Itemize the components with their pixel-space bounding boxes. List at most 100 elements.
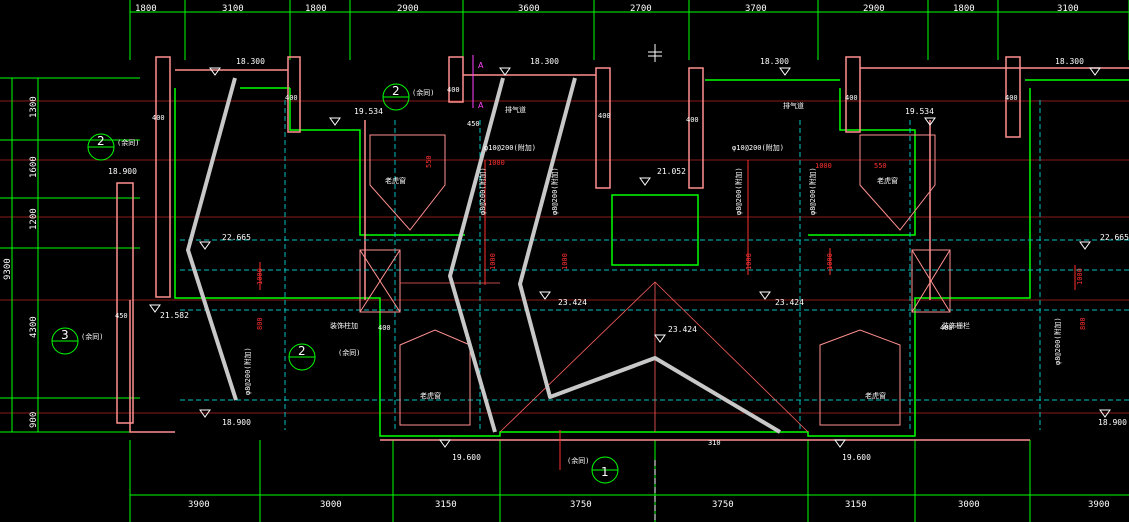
red-dim-1: 1000 [488, 159, 505, 167]
bubble-4-num: 2 [298, 344, 306, 358]
roof-ridges [186, 77, 782, 434]
thick-3: 400 [447, 86, 460, 94]
elev-11: 23.424 [775, 298, 804, 307]
thick-2: 400 [285, 94, 298, 102]
rebar-4: φ8@200(附加) [550, 167, 559, 215]
elevation-labels: 18.300 18.300 18.300 18.300 19.534 19.53… [108, 57, 1129, 462]
section-mark-a-bottom: A [478, 101, 484, 110]
room-dormer-2: 老虎窗 [877, 176, 898, 185]
red-dim-10: 800 [1079, 317, 1087, 330]
thick-6: 400 [845, 94, 858, 102]
bottom-dim-1: 3900 [188, 500, 210, 510]
top-dim-2: 3100 [222, 4, 244, 14]
rebar-5: φ8@200(附加) [734, 167, 743, 215]
walls [116, 56, 1129, 441]
elev-14: 18.900 [222, 418, 251, 427]
bubble-1-num: 2 [97, 134, 105, 148]
elev-10: 23.424 [558, 298, 587, 307]
elev-15: 18.900 [1098, 418, 1127, 427]
elev-17: 19.600 [452, 453, 481, 462]
dormer-windows [359, 134, 951, 426]
elev-6: 19.534 [905, 107, 934, 116]
thick-13: 310 [708, 439, 721, 447]
bottom-dimension-chain [129, 440, 1129, 522]
top-dim-8: 2900 [863, 4, 885, 14]
red-dimension-labels: 1000 1000 550 550 1000 1000 1000 1000 80… [256, 155, 1087, 330]
thick-10: 450 [115, 312, 128, 320]
slab-outlines [174, 79, 1129, 437]
thick-9: 400 [940, 324, 953, 332]
thick-11: 450 [467, 120, 480, 128]
room-dormer-4: 老虎窗 [865, 391, 886, 400]
bubble-2-tag: (余同) [412, 88, 434, 97]
red-dim-4: 550 [874, 162, 887, 170]
thick-7: 400 [1005, 94, 1018, 102]
bottom-dim-4: 3750 [570, 500, 592, 510]
rebar-red-lines [259, 160, 1076, 470]
elev-12: 23.424 [668, 325, 697, 334]
elev-1: 18.300 [236, 57, 265, 66]
red-dim-8: 1000 [826, 253, 834, 270]
section-marks: A A [472, 55, 484, 110]
elev-4: 18.300 [1055, 57, 1084, 66]
wall-thickness-labels: 400 400 400 400 400 400 400 400 400 450 … [115, 86, 1018, 447]
top-dim-7: 3700 [745, 4, 767, 14]
bubble-1-tag: (余同) [117, 138, 139, 147]
elev-7: 21.052 [657, 167, 686, 176]
elev-18: 19.600 [842, 453, 871, 462]
rebar-notes: φ10@200(附加) φ10@200(附加) φ8@200(附加) φ8@20… [243, 143, 1062, 395]
left-dimension-chain [0, 77, 140, 433]
bottom-dim-5: 3750 [712, 500, 734, 510]
top-dim-9: 1800 [953, 4, 975, 14]
elev-16: 18.900 [108, 167, 137, 176]
detail-bubbles [51, 83, 619, 484]
rebar-6: φ8@200(附加) [808, 167, 817, 215]
top-dimension-labels: 1800 3100 1800 2900 3600 2700 3700 2900 … [135, 4, 1079, 14]
room-dormer-3: 老虎窗 [420, 391, 441, 400]
detail-bubble-labels: 2 (余同) 2 (余同) 3 (余同) 2 (余同) 1 (余同) [61, 84, 609, 479]
bottom-dim-7: 3000 [958, 500, 980, 510]
bottom-dim-2: 3000 [320, 500, 342, 510]
left-dim-total: 9300 [3, 258, 13, 280]
elevation-markers [149, 67, 1111, 448]
red-dim-5: 1000 [489, 253, 497, 270]
rebar-7: φ8@200(附加) [243, 347, 252, 395]
bubble-5-tag: (余同) [567, 456, 589, 465]
top-dim-1: 1800 [135, 4, 157, 14]
thick-5: 400 [686, 116, 699, 124]
note-decor-2: 装饰栅栏 [942, 321, 970, 330]
note-exhaust-2: 排气道 [783, 101, 804, 110]
thick-4: 400 [598, 112, 611, 120]
red-dim-2: 1000 [815, 162, 832, 170]
red-dim-3: 550 [425, 155, 433, 168]
bubble-5-num: 1 [601, 465, 609, 479]
bottom-dim-3: 3150 [435, 500, 457, 510]
top-dim-5: 3600 [518, 4, 540, 14]
section-mark-a-top: A [478, 61, 484, 70]
room-labels: 老虎窗 老虎窗 老虎窗 老虎窗 [385, 176, 898, 400]
thick-8: 400 [378, 324, 391, 332]
left-dimension-labels: 1300 1600 1200 4300 900 9300 [3, 96, 39, 428]
roof-hips [400, 281, 809, 433]
red-dim-11: 1000 [256, 268, 264, 285]
elev-5: 19.534 [354, 107, 383, 116]
left-dim-5: 900 [29, 412, 39, 428]
left-dim-3: 1200 [29, 208, 39, 230]
annotation-notes: 排气道 排气道 装饰柱加 装饰栅栏 [330, 101, 970, 330]
elev-9: 22.665 [1100, 233, 1129, 242]
bottom-dim-6: 3150 [845, 500, 867, 510]
red-dim-9: 800 [256, 317, 264, 330]
top-dim-3: 1800 [305, 4, 327, 14]
thick-1: 400 [152, 114, 165, 122]
top-dim-4: 2900 [397, 4, 419, 14]
elev-13: 21.582 [160, 311, 189, 320]
red-dim-7: 1000 [745, 253, 753, 270]
left-dim-4: 4300 [29, 316, 39, 338]
left-dim-1: 1300 [29, 96, 39, 118]
rebar-8: φ8@200(附加) [1053, 317, 1062, 365]
elev-8: 22.665 [222, 233, 251, 242]
top-dimension-chain [129, 0, 1129, 60]
top-dim-10: 3100 [1057, 4, 1079, 14]
room-dormer-1: 老虎窗 [385, 176, 406, 185]
